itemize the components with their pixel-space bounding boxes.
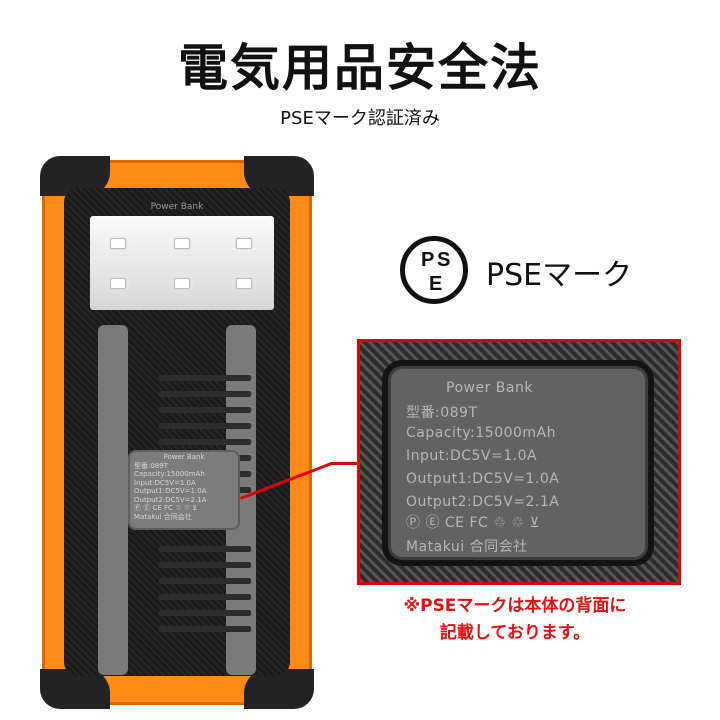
plate-line: Ⓟ Ⓔ CE FC ♲ ♲ ⊻ bbox=[134, 504, 198, 512]
note-line-2: 記載しております。 bbox=[439, 623, 591, 643]
grip-rib bbox=[159, 578, 251, 584]
plate-line: Matakui 合同会社 bbox=[134, 512, 192, 521]
grip-rib bbox=[159, 423, 251, 429]
pse-label: PSEマーク bbox=[486, 258, 633, 293]
zoom-line: Output2:DC5V=2.1A bbox=[406, 494, 560, 510]
pse-mark-e: E bbox=[429, 273, 443, 295]
spec-plate-zoom: Power Bank 型番:089T Capacity:15000mAh Inp… bbox=[357, 339, 681, 585]
zoom-line: Ⓟ Ⓔ CE FC ♲ ♲ ⊻ bbox=[406, 515, 540, 531]
plate-line: Input:DC5V=1.0A bbox=[134, 478, 196, 487]
note-text: ※PSEマークは本体の背面に 記載しております。 bbox=[370, 593, 660, 647]
power-bank-image: Power Bank bbox=[40, 156, 314, 709]
led-icon bbox=[110, 238, 126, 249]
zoom-plate bbox=[382, 360, 654, 566]
grip-rib bbox=[159, 391, 251, 397]
zoom-line: Capacity:15000mAh bbox=[406, 425, 557, 441]
side-arm bbox=[98, 325, 128, 675]
led-lamp-panel bbox=[90, 216, 274, 310]
grip-rib bbox=[159, 562, 251, 568]
grip-rib bbox=[159, 594, 251, 600]
grip-rib bbox=[159, 407, 251, 413]
pse-mark-icon: P S E bbox=[400, 236, 468, 304]
grip-rib bbox=[159, 546, 251, 552]
zoom-line: Power Bank bbox=[446, 380, 533, 396]
power-bank-top-label: Power Bank bbox=[150, 202, 204, 212]
plate-line: Capacity:15000mAh bbox=[134, 470, 205, 478]
led-icon bbox=[236, 238, 252, 249]
plate-line: 型番:089T bbox=[134, 461, 168, 470]
spec-plate-small: Power Bank 型番:089T Capacity:15000mAh Inp… bbox=[128, 450, 240, 530]
led-icon bbox=[236, 278, 252, 289]
grip-rib bbox=[159, 375, 251, 381]
callout-line bbox=[330, 462, 360, 465]
page-title: 電気用品安全法 bbox=[178, 39, 542, 97]
grip-rib bbox=[159, 439, 251, 445]
plate-line: Output1:DC5V=1.0A bbox=[134, 487, 207, 495]
zoom-line: Output1:DC5V=1.0A bbox=[406, 471, 560, 487]
led-icon bbox=[174, 278, 190, 289]
zoom-line: Matakui 合同会社 bbox=[406, 539, 528, 555]
pse-mark-p: P bbox=[421, 249, 435, 271]
led-icon bbox=[174, 238, 190, 249]
note-line-1: ※PSEマークは本体の背面に bbox=[403, 596, 627, 616]
plate-line: Output2:DC5V=2.1A bbox=[134, 495, 207, 504]
grip-rib bbox=[159, 626, 251, 632]
zoom-line: 型番:089T bbox=[406, 405, 478, 421]
grip-rib bbox=[159, 610, 251, 616]
led-icon bbox=[110, 278, 126, 289]
page-subtitle: PSEマーク認証済み bbox=[280, 108, 440, 129]
zoom-line: Input:DC5V=1.0A bbox=[406, 448, 538, 464]
pse-mark-s: S bbox=[437, 249, 451, 271]
plate-line: Power Bank bbox=[163, 453, 205, 461]
